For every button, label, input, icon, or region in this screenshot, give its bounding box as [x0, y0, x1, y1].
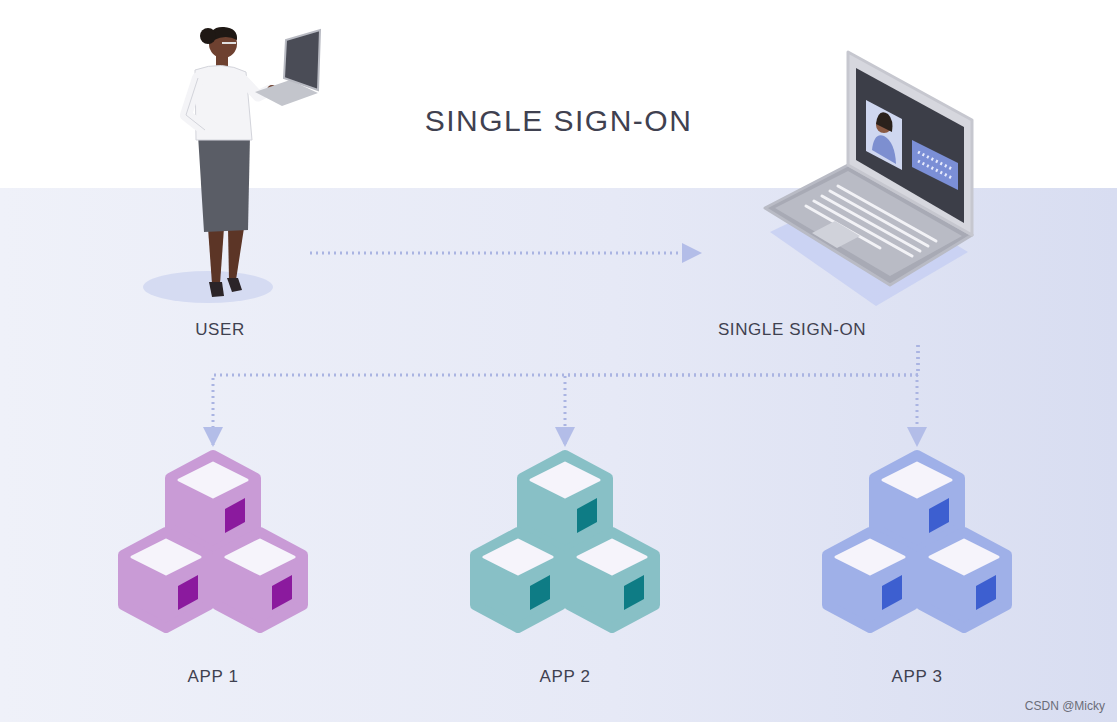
laptop-illustration: [765, 52, 972, 306]
node-label: SINGLE SIGN-ON: [718, 320, 866, 340]
node-label: APP 2: [540, 667, 591, 687]
app-cubes: [827, 455, 1007, 628]
dotted-connector: [917, 345, 918, 445]
app-node: APP 1: [108, 445, 318, 692]
user-node: USER: [130, 15, 310, 345]
app-cubes: [123, 455, 303, 628]
watermark: CSDN @Micky: [1025, 699, 1105, 713]
dotted-connector: [213, 345, 918, 445]
dotted-connector: [565, 345, 918, 445]
user-figure: [143, 27, 320, 303]
diagram-title: SINGLE SIGN-ON: [0, 104, 1117, 138]
app-node: APP 2: [460, 445, 670, 692]
node-label: APP 1: [188, 667, 239, 687]
sso-node: SINGLE SIGN-ON: [700, 40, 990, 345]
app-cubes: [475, 455, 655, 628]
node-label: USER: [195, 320, 245, 340]
dotted-connector: [310, 252, 700, 255]
node-label: APP 3: [892, 667, 943, 687]
app-node: APP 3: [812, 445, 1022, 692]
